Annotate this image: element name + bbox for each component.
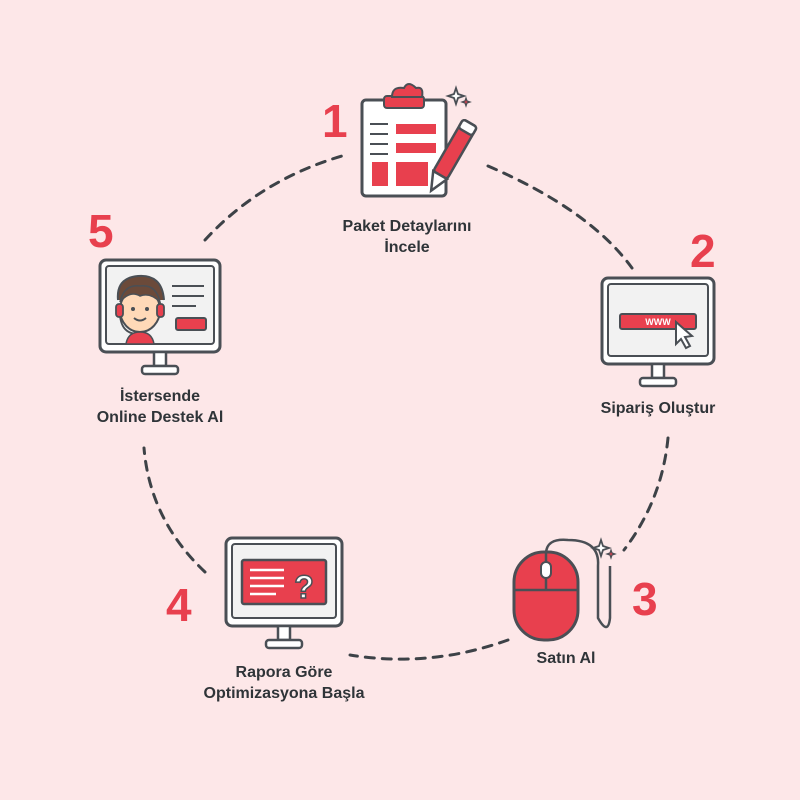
computer-mouse-icon [512, 537, 617, 642]
step-number-3: 3 [632, 573, 658, 625]
step-label-3-line1: Satın Al [536, 650, 596, 667]
step-label-4-line1: Rapora Göre [235, 664, 333, 681]
step-number-1: 1 [322, 95, 348, 147]
monitor-question-icon: ? [224, 536, 344, 650]
step-label-5-line1: İstersende [119, 388, 201, 405]
step-number-4: 4 [166, 579, 192, 631]
connector-3-4 [348, 638, 510, 661]
step-label-1: Paket Detaylarını İncele [307, 216, 507, 258]
step-label-4: Rapora Göre Optimizasyona Başla [174, 662, 394, 704]
dashed-connectors [142, 154, 670, 661]
step-number-5: 5 [88, 205, 114, 257]
clipboard-pen-icon [360, 83, 478, 198]
step-label-2: Sipariş Oluştur [568, 398, 748, 419]
question-mark-text: ? [294, 569, 314, 605]
connector-2-3 [622, 436, 670, 552]
step-label-5-line2: Online Destek Al [96, 409, 224, 426]
browser-www-text: WWW [645, 317, 671, 327]
step-number-2: 2 [690, 225, 716, 277]
step-label-1-line1: Paket Detaylarını [342, 218, 472, 235]
connector-5-1 [203, 154, 344, 242]
monitor-browser-icon: WWW [600, 276, 716, 388]
monitor-support-agent-icon [98, 258, 222, 376]
step-label-2-line1: Sipariş Oluştur [600, 400, 716, 417]
step-label-1-line2: İncele [384, 239, 430, 256]
step-label-3: Satın Al [496, 648, 636, 669]
step-label-5: İstersende Online Destek Al [60, 386, 260, 428]
connector-4-5 [142, 446, 207, 574]
step-label-4-line2: Optimizasyona Başla [203, 685, 365, 702]
connector-1-2 [486, 164, 634, 270]
